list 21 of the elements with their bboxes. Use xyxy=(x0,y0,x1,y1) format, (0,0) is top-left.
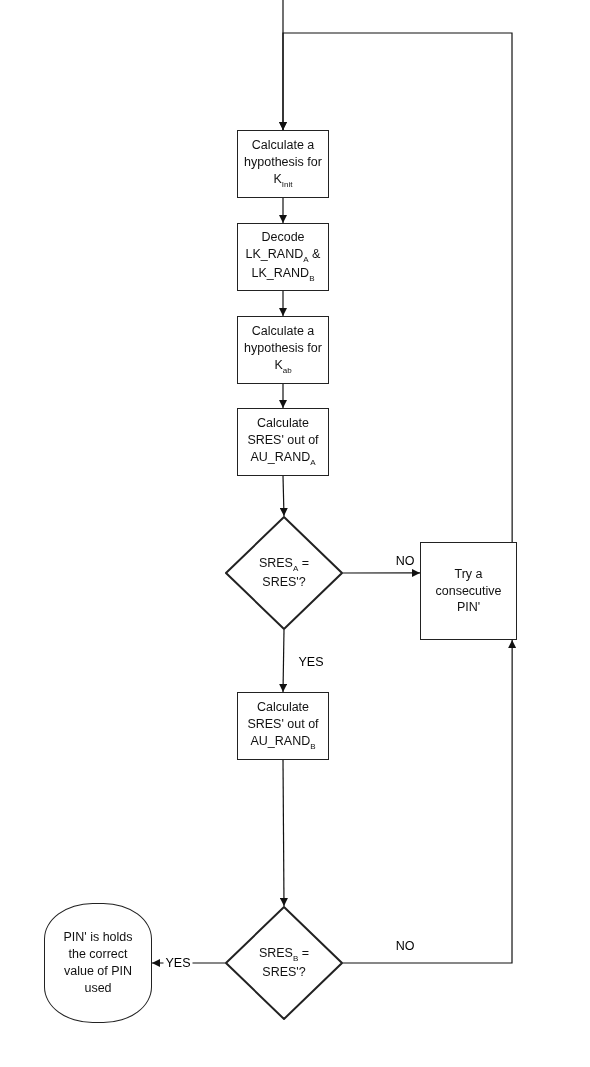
process-box: Calculate SRES' out of AU_RAND$_{A}$ xyxy=(237,408,329,476)
process-box: Calculate SRES' out of AU_RAND$_{B}$ xyxy=(237,692,329,760)
arrow xyxy=(342,639,517,964)
arrow xyxy=(279,32,513,543)
arrow xyxy=(342,568,421,577)
arrow xyxy=(279,197,287,224)
edge-label: NO xyxy=(393,554,417,568)
process-box: Calculate a hypothesis for K$_{Init}$ xyxy=(237,130,329,198)
arrow xyxy=(279,383,287,409)
arrow xyxy=(279,290,287,317)
decision-text: SRES$_{B}$ = SRES'? xyxy=(257,944,311,982)
arrow xyxy=(279,475,288,517)
edge-label: YES xyxy=(163,956,193,970)
arrow xyxy=(279,629,288,693)
arrow xyxy=(279,759,288,907)
edge-label: NO xyxy=(393,939,417,953)
process-box: Calculate a hypothesis for K$_{ab}$ xyxy=(237,316,329,384)
process-box: Try a consecutive PIN' xyxy=(420,542,517,640)
decision-text: SRES$_{A}$ = SRES'? xyxy=(257,554,311,592)
edge-label: YES xyxy=(296,655,326,669)
process-box: Decode LK_RAND$_{A}$ & LK_RAND$_{B}$ xyxy=(237,223,329,291)
